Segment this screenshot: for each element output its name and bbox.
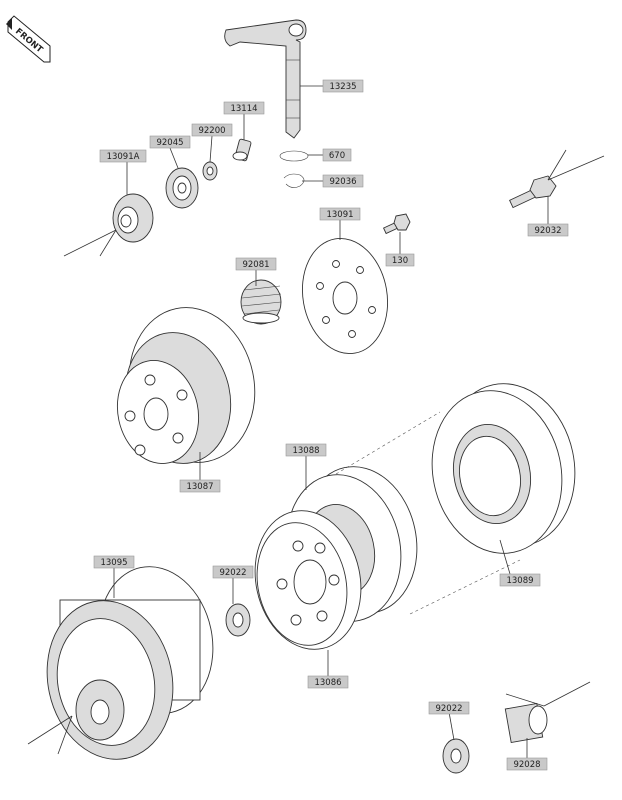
- callout-670-text: 670: [329, 151, 345, 161]
- washer-lower-drawing: [442, 738, 470, 774]
- callout-13087-text: 13087: [186, 482, 213, 492]
- collar-drawing: [504, 702, 548, 744]
- release-shaft-drawing: [224, 19, 307, 139]
- callout-92022-lower-text: 92022: [435, 704, 462, 714]
- callout-13095[interactable]: 13095: [93, 555, 135, 569]
- circlip-drawing: [283, 173, 305, 188]
- callout-92036-text: 92036: [329, 177, 356, 187]
- pressure-plate-drawing: [301, 237, 389, 355]
- pusher-drawing: [232, 138, 252, 162]
- callout-13235-text: 13235: [329, 82, 356, 92]
- callout-92200-text: 92200: [198, 126, 225, 136]
- callout-92028-text: 92028: [513, 760, 540, 770]
- callout-13091A[interactable]: 13091A: [99, 149, 147, 163]
- bolt-large-drawing: [509, 175, 557, 209]
- callout-92081-text: 92081: [242, 260, 269, 270]
- clutch-spring-drawing: [240, 279, 282, 325]
- callout-13235[interactable]: 13235: [322, 79, 364, 93]
- leader-lines: [27, 85, 605, 758]
- callout-13095-text: 13095: [100, 558, 127, 568]
- washer-small-drawing: [202, 161, 218, 181]
- callout-13114[interactable]: 13114: [223, 101, 265, 115]
- callout-92022-middle[interactable]: 92022: [212, 565, 254, 579]
- callout-13091[interactable]: 13091: [319, 207, 361, 221]
- o-ring-drawing: [279, 150, 309, 162]
- callout-13086[interactable]: 13086: [307, 675, 349, 689]
- friction-plate-drawing: [431, 383, 576, 554]
- callout-130[interactable]: 130: [385, 253, 415, 267]
- callout-13091-text: 13091: [326, 210, 353, 220]
- callout-92200[interactable]: 92200: [191, 123, 233, 137]
- callout-92045[interactable]: 92045: [149, 135, 191, 149]
- bolt-small-drawing: [382, 213, 411, 235]
- clutch-housing-drawing: [46, 566, 214, 760]
- callout-13086-text: 13086: [314, 678, 341, 688]
- callout-670[interactable]: 670: [322, 148, 352, 162]
- callout-92081[interactable]: 92081: [235, 257, 277, 271]
- callout-13089-text: 13089: [506, 576, 533, 586]
- bearing-drawing: [165, 167, 199, 209]
- callout-130-text: 130: [392, 256, 408, 266]
- clutch-plate-drawing: [254, 510, 362, 650]
- callout-92036[interactable]: 92036: [322, 174, 364, 188]
- washer-middle-drawing: [225, 603, 251, 637]
- assembly-line-bottom: [409, 559, 521, 615]
- callout-92022-lower[interactable]: 92022: [428, 701, 470, 715]
- callout-92028[interactable]: 92028: [506, 757, 548, 771]
- callout-13089[interactable]: 13089: [499, 573, 541, 587]
- callout-13091A-text: 13091A: [107, 152, 140, 162]
- callout-13114-text: 13114: [230, 104, 257, 114]
- callout-13088-text: 13088: [292, 446, 319, 456]
- clutch-hub-drawing: [116, 307, 256, 464]
- callout-92032[interactable]: 92032: [527, 223, 569, 237]
- cap-drawing: [112, 193, 154, 243]
- callout-92045-text: 92045: [156, 138, 183, 148]
- callout-92022-middle-text: 92022: [219, 568, 246, 578]
- assembly-line-top: [335, 411, 441, 475]
- callout-13088[interactable]: 13088: [285, 443, 327, 457]
- front-direction-badge: FRONT: [6, 15, 51, 63]
- callout-13087[interactable]: 13087: [179, 479, 221, 493]
- callout-92032-text: 92032: [534, 226, 561, 236]
